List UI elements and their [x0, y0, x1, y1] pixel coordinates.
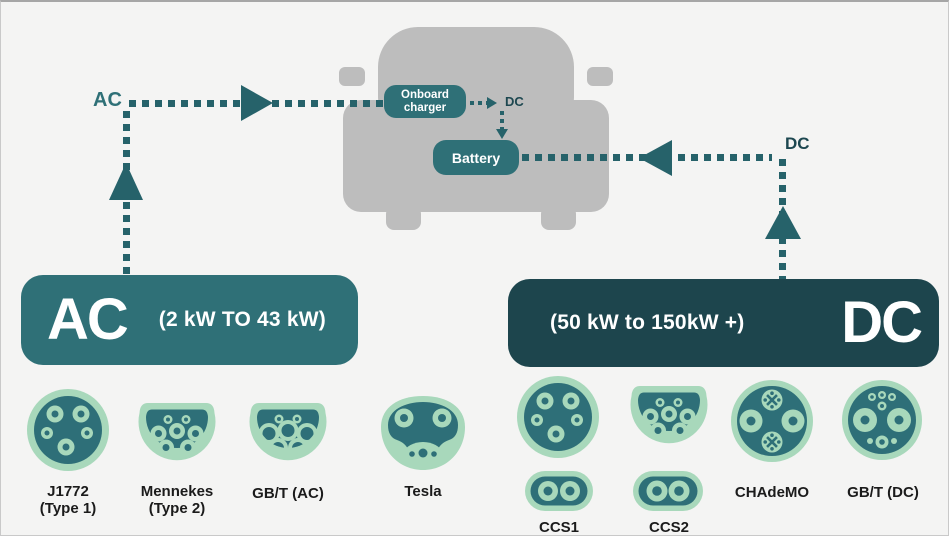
j1772-label-line2: (Type 1) — [39, 500, 97, 517]
mennekes-label: Mennekes (Type 2) — [122, 483, 232, 517]
car-silhouette — [339, 27, 613, 230]
ac-power-band: AC (2 kW TO 43 kW) — [21, 275, 358, 365]
tesla-label: Tesla — [368, 483, 478, 500]
ac-band-title: AC — [47, 287, 129, 352]
mennekes-connector-icon — [138, 403, 216, 461]
ac-right-arrow-icon — [241, 85, 273, 121]
chademo-label-line1: CHAdeMO — [734, 484, 810, 501]
dc-up-arrow-icon — [765, 206, 801, 239]
dc-flow-label: DC — [785, 134, 810, 153]
gbt-ac-label: GB/T (AC) — [233, 485, 343, 502]
battery-box: Battery — [433, 140, 519, 175]
mennekes-label-line1: Mennekes — [140, 483, 214, 500]
tesla-label-line1: Tesla — [404, 483, 442, 500]
dc-battery-down-arrow-icon — [496, 129, 508, 139]
onboard-charger-box: Onboard charger — [384, 85, 466, 118]
chademo-connector-icon — [731, 380, 813, 462]
car-left-mirror — [339, 67, 365, 86]
ac-band-range: (2 kW TO 43 kW) — [158, 308, 326, 331]
j1772-label: J1772 (Type 1) — [13, 483, 123, 517]
car-left-wheel — [386, 206, 421, 230]
j1772-connector-icon — [27, 389, 109, 471]
ccs2-label-line1: CCS2 — [648, 519, 689, 536]
dc-left-arrow-icon — [639, 140, 672, 176]
gbt-dc-connector-icon — [842, 380, 922, 460]
car-right-wheel — [541, 206, 576, 230]
dc-band-title: DC — [841, 290, 923, 355]
chademo-label: CHAdeMO — [717, 484, 827, 501]
gbt-dc-label-line1: GB/T (DC) — [847, 484, 919, 501]
dc-band-range: (50 kW to 150kW +) — [550, 311, 745, 334]
charger-dc-dotted-line — [470, 101, 487, 105]
ccs1-connector-icon — [517, 376, 599, 458]
mennekes-label-line2: (Type 2) — [148, 500, 206, 517]
gbt-dc-label: GB/T (DC) — [828, 484, 938, 501]
gbt-ac-connector-icon — [249, 403, 327, 461]
ccs1-label: CCS1 — [504, 519, 614, 536]
ac-flow-label: AC — [93, 89, 122, 111]
tesla-connector-icon — [381, 396, 465, 470]
dc-power-band: (50 kW to 150kW +) DC — [508, 279, 939, 367]
ccs2-label: CCS2 — [614, 519, 724, 536]
dc-link-label: DC — [505, 94, 524, 109]
dc-battery-dotted-line — [500, 111, 504, 129]
ccs2-dc-pins-icon — [633, 471, 703, 511]
j1772-label-line1: J1772 — [47, 483, 89, 500]
charger-dc-arrow-icon — [487, 97, 497, 109]
ac-up-arrow-icon — [109, 163, 143, 200]
car-right-mirror — [587, 67, 613, 86]
ccs1-label-line1: CCS1 — [538, 519, 579, 536]
ccs1-dc-pins-icon — [525, 471, 593, 511]
ccs2-connector-icon — [630, 386, 708, 444]
gbt-ac-label-line1: GB/T (AC) — [252, 485, 324, 502]
